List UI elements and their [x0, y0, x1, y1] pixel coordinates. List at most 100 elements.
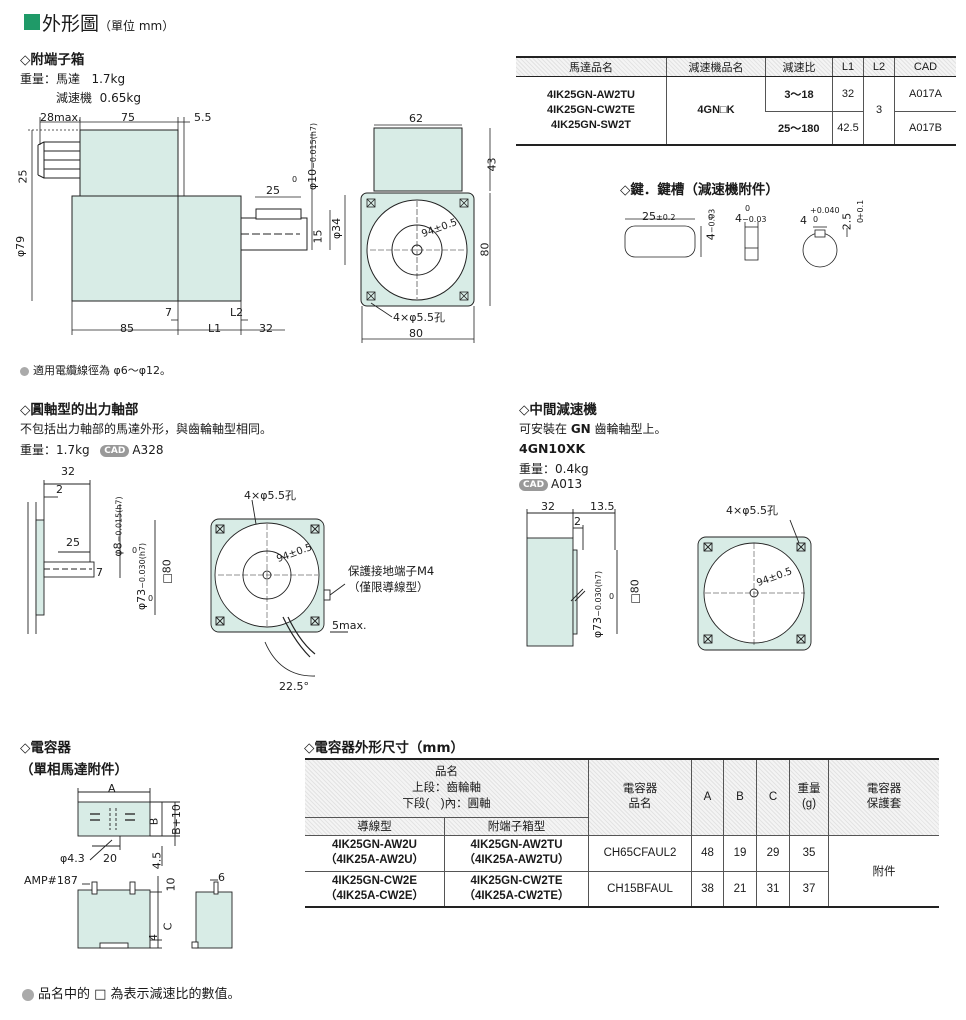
round-dim-2: 2	[56, 483, 63, 496]
section-round-title: ◇圓軸型的出力軸部	[20, 402, 139, 418]
cap-term-1a: 4IK25GN-CW2TE	[470, 874, 563, 887]
key-drawing	[624, 218, 848, 268]
cap-dim-4: 4	[147, 934, 160, 941]
dim-85: 85	[120, 322, 134, 335]
motor-cell: 4IK25GN-AW2TU 4IK25GN-CW2TE 4IK25GN-SW2T	[516, 75, 667, 145]
round-dim-sq80: □80	[160, 559, 174, 584]
cap-A-1: 38	[691, 870, 724, 907]
dim-L1: L1	[208, 322, 222, 335]
motor-0: 4IK25GN-AW2TU	[546, 88, 636, 101]
cap-th-wire: 導線型	[305, 816, 445, 835]
cad-badge-icon: CAD	[100, 444, 130, 457]
mid-gear-drawing	[526, 509, 812, 651]
cap-table-title: ◇電容器外形尺寸（mm）	[304, 740, 465, 756]
round-dim-5max: 5max.	[332, 619, 367, 632]
dim-5-5: 5.5	[194, 111, 212, 124]
cap-dim-A: A	[108, 782, 116, 795]
table-row: 4IK25GN-AW2U（4IK25A-AW2U） 4IK25GN-AW2TU（…	[305, 834, 939, 907]
th-l1: L1	[832, 57, 864, 77]
cap-th-B: B	[723, 758, 757, 835]
dim-75: 75	[121, 111, 135, 124]
cap-wire-0a: 4IK25GN-AW2U	[332, 839, 417, 851]
cap-term-0: 4IK25GN-AW2TU（4IK25A-AW2TU）	[444, 834, 589, 871]
mid-dim-phi73-val: φ73	[591, 616, 605, 639]
mid-dim-phi73-tol: −0.030(h7)	[594, 570, 604, 617]
terminal-weight: 重量：馬達 1.7kg	[20, 70, 125, 87]
cap-term-1: 4IK25GN-CW2TE （4IK25A-CW2TE）	[444, 870, 589, 907]
cap-dim-B10: B+10	[169, 804, 183, 835]
cap-cover-cell: 附件	[828, 834, 939, 907]
cap-wire-0: 4IK25GN-AW2U（4IK25A-AW2U）	[305, 834, 445, 871]
key-dim-4a-tol0: 0	[708, 213, 714, 222]
round-cad: A328	[132, 443, 164, 457]
cap-B-0: 19	[723, 834, 757, 871]
th-motor: 馬達品名	[516, 57, 667, 77]
key-dim-2-5: 2.5	[840, 212, 854, 231]
cap-wire-1a: 4IK25GN-CW2E	[332, 874, 417, 887]
l1-1: 32	[832, 75, 864, 111]
round-dim-phi8: φ8−0.015(h7)	[112, 496, 125, 556]
dim-phi10: φ10−0.015(h7)	[306, 123, 319, 190]
dim-phi10-tol: −0.015(h7)	[309, 122, 319, 169]
key-dim-2-5-tol: +0.1	[856, 199, 866, 220]
capacitor-drawing	[77, 788, 233, 949]
dim-62: 62	[409, 112, 423, 125]
cap-name-1: CH15BFAUL	[588, 870, 692, 907]
cap-th-upper: 上段：齒輪軸	[412, 782, 481, 795]
motor-weight: 1.7kg	[91, 72, 126, 86]
ratio-2: 25～180	[765, 110, 833, 145]
round-desc: 不包括出力軸部的馬達外形，與齒輪軸型相同。	[20, 422, 273, 436]
mid-dim-sq80: □80	[628, 579, 642, 604]
mid-weight: 重量：0.4kg	[519, 462, 589, 476]
dim-43: 43	[485, 157, 499, 172]
cap-th-weight: 重量(g)	[789, 758, 829, 835]
mid-dim-phi73-tol0: 0	[609, 592, 615, 601]
cap-dim-6: 6	[218, 871, 225, 884]
l2-cell: 3	[863, 75, 895, 145]
dim-25-shaft: 25	[266, 184, 280, 197]
mid-model: 4GN10XK	[519, 441, 586, 456]
cap-w-0: 35	[789, 834, 829, 871]
key-dim-25: 25±0.2	[642, 210, 675, 223]
ground-terminal: 保護接地端子M4	[348, 564, 435, 578]
cap-th-cover: 電容器保護套	[828, 758, 939, 835]
cap-dim-10: 10	[164, 877, 178, 892]
cap-wire-1: 4IK25GN-CW2E （4IK25A-CW2E）	[305, 870, 445, 907]
cap-term-1b: （4IK25A-CW2TE）	[463, 889, 570, 902]
mid-desc-pre: 可安裝在	[519, 422, 571, 436]
mid-desc-bold: GN	[570, 422, 591, 436]
mid-dim-hole: 4×φ5.5孔	[726, 504, 778, 517]
th-l2: L2	[863, 57, 895, 77]
ratio-1: 3～18	[765, 75, 833, 111]
cap-th-cap2: 品名	[628, 798, 652, 811]
cap-th-name: 品名 上段：齒輪軸 下段( )內：圓軸	[305, 758, 589, 817]
dim-phi10-tol0: 0	[292, 175, 298, 184]
section-key-title: ◇鍵．鍵槽（減速機附件）	[620, 182, 779, 198]
cap-amp: AMP#187	[24, 874, 78, 887]
dim-80-vertical: 80	[478, 242, 492, 257]
key-dim-4a-val: 4	[704, 233, 718, 241]
dim-L2: L2	[230, 306, 244, 319]
key-dim-4b-tol0: 0	[745, 204, 751, 213]
cable-note: 適用電纜線徑為 φ6～φ12。	[20, 362, 171, 378]
cap-th-name-label: 品名	[435, 766, 458, 779]
mid-cad: A013	[551, 477, 583, 491]
cap-th-C: C	[756, 758, 790, 835]
round-weight: 重量：1.7kg	[20, 443, 90, 457]
cap-dim-4-5: 4.5	[150, 851, 164, 870]
mid-dim-phi73: φ73−0.030(h7)	[591, 571, 604, 638]
round-dim-phi8-tol0: 0	[132, 546, 138, 555]
cap-B-1: 21	[723, 870, 757, 907]
section-cap-title: ◇電容器	[20, 740, 71, 756]
dim-80-horizontal: 80	[409, 327, 423, 340]
cap-name-0: CH65CFAUL2	[588, 834, 692, 871]
round-dim-phi73-tol: −0.030(h7)	[138, 542, 148, 589]
key-dim-4c-tol: +0.040	[810, 206, 840, 215]
table-row: 4IK25GN-CW2E （4IK25A-CW2E） 4IK25GN-CW2TE （…	[305, 870, 939, 907]
key-dim-4c: 4	[800, 214, 807, 227]
key-dim-25-tol: ±0.2	[656, 213, 676, 222]
round-dim-phi73-tol0: 0	[148, 594, 154, 603]
cap-wire-1b: （4IK25A-CW2E）	[324, 889, 425, 902]
round-dim-phi73: φ73−0.030(h7)	[135, 543, 148, 610]
